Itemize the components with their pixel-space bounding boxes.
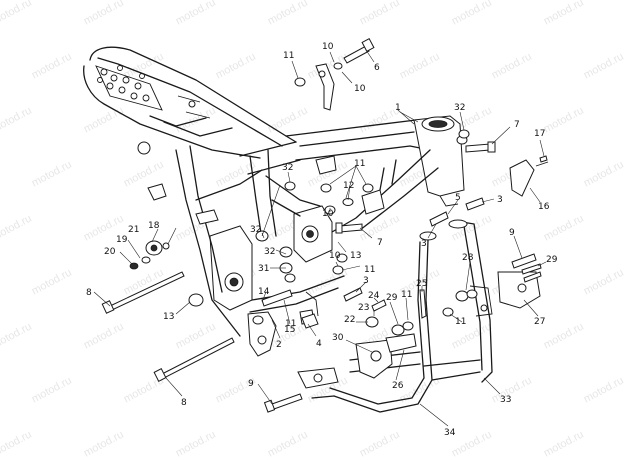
callout-3: 3 [497, 195, 503, 205]
callout-20: 20 [104, 247, 116, 257]
callout-22: 22 [344, 315, 355, 325]
callout-34: 34 [444, 428, 456, 438]
callout-24: 24 [368, 291, 380, 301]
callout-11: 11 [285, 319, 296, 329]
callout-9: 9 [248, 379, 254, 389]
callout-10: 10 [322, 42, 334, 52]
callout-21: 21 [128, 225, 139, 235]
callout-9: 9 [509, 228, 515, 238]
callout-layer: 1 2 3 3 3 4 5 6 7 7 8 8 9 9 10 10 10 10 … [86, 42, 558, 438]
callout-8: 8 [86, 288, 92, 298]
callout-25: 25 [416, 279, 427, 289]
callout-33: 33 [500, 395, 511, 405]
callout-27: 27 [534, 317, 545, 327]
callout-17: 17 [534, 129, 545, 139]
leader-lines [93, 49, 547, 427]
front-cradle [297, 219, 541, 413]
callout-3: 3 [421, 239, 427, 249]
callout-11: 11 [401, 290, 412, 300]
callout-11: 11 [283, 51, 294, 61]
callout-2: 2 [276, 340, 282, 350]
callout-32: 32 [250, 225, 261, 235]
callout-4: 4 [316, 339, 322, 349]
callout-29: 29 [386, 293, 398, 303]
callout-10: 10 [322, 209, 334, 219]
callout-10: 10 [354, 84, 366, 94]
callout-11: 11 [364, 265, 375, 275]
callout-19: 19 [116, 235, 128, 245]
callout-13: 13 [163, 312, 174, 322]
callout-14: 14 [258, 287, 270, 297]
callout-13: 13 [350, 251, 361, 261]
main-frame [83, 46, 465, 357]
callout-11: 11 [354, 159, 365, 169]
callout-6: 6 [374, 63, 380, 73]
callout-11: 11 [455, 317, 466, 327]
callout-23: 23 [358, 303, 369, 313]
callout-29: 29 [546, 255, 558, 265]
callout-30: 30 [332, 333, 344, 343]
callout-32: 32 [264, 247, 275, 257]
callout-15: 15 [284, 325, 295, 335]
callout-7: 7 [514, 120, 520, 130]
callout-10: 10 [329, 251, 341, 261]
callout-16: 16 [538, 202, 550, 212]
callout-28: 28 [462, 253, 474, 263]
callout-32: 32 [282, 163, 293, 173]
callout-31: 31 [258, 264, 269, 274]
callout-32: 32 [454, 103, 465, 113]
callout-3: 3 [363, 276, 369, 286]
callout-5: 5 [455, 193, 461, 203]
callout-8: 8 [181, 398, 187, 408]
callout-12: 12 [343, 181, 354, 191]
callout-26: 26 [392, 381, 404, 391]
callout-1: 1 [395, 103, 401, 113]
callout-18: 18 [148, 221, 160, 231]
callout-7: 7 [377, 238, 383, 248]
